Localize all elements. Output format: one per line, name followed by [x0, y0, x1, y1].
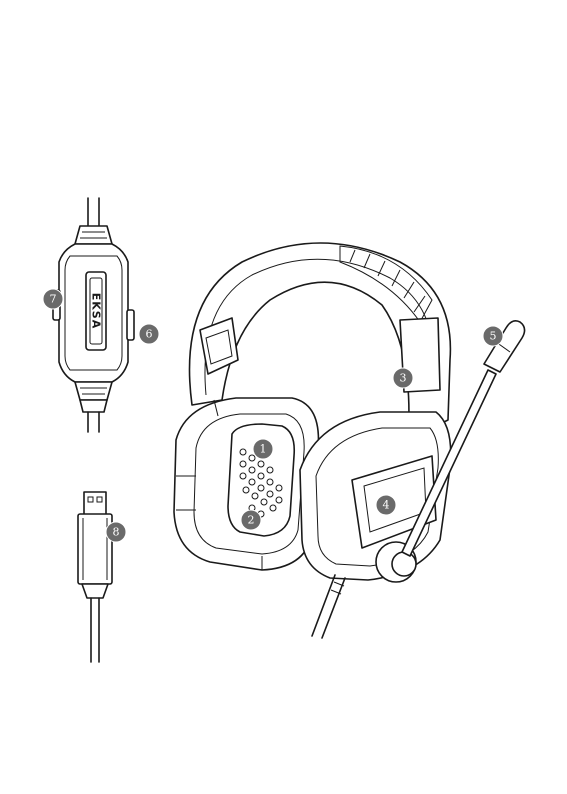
- callout-2: 2: [241, 510, 261, 530]
- callout-1-label: 1: [260, 443, 267, 456]
- controller-brand-text: EKSA: [90, 293, 103, 329]
- callout-4-label: 4: [383, 499, 390, 512]
- callout-6: 6: [139, 324, 159, 344]
- callout-8-label: 8: [113, 526, 120, 539]
- callout-5: 5: [483, 326, 503, 346]
- callout-7-label: 7: [50, 293, 57, 306]
- callout-7: 7: [43, 289, 63, 309]
- callout-8: 8: [106, 522, 126, 542]
- callout-5-label: 5: [490, 330, 497, 343]
- usb-connector-drawing: [78, 492, 112, 662]
- callout-2-label: 2: [248, 514, 255, 527]
- inline-controller: EKSA: [53, 198, 134, 432]
- callout-3-label: 3: [400, 372, 407, 385]
- callout-3: 3: [393, 368, 413, 388]
- callout-1: 1: [253, 439, 273, 459]
- callout-6-label: 6: [146, 328, 153, 341]
- callout-4: 4: [376, 495, 396, 515]
- headset-drawing: [174, 243, 525, 638]
